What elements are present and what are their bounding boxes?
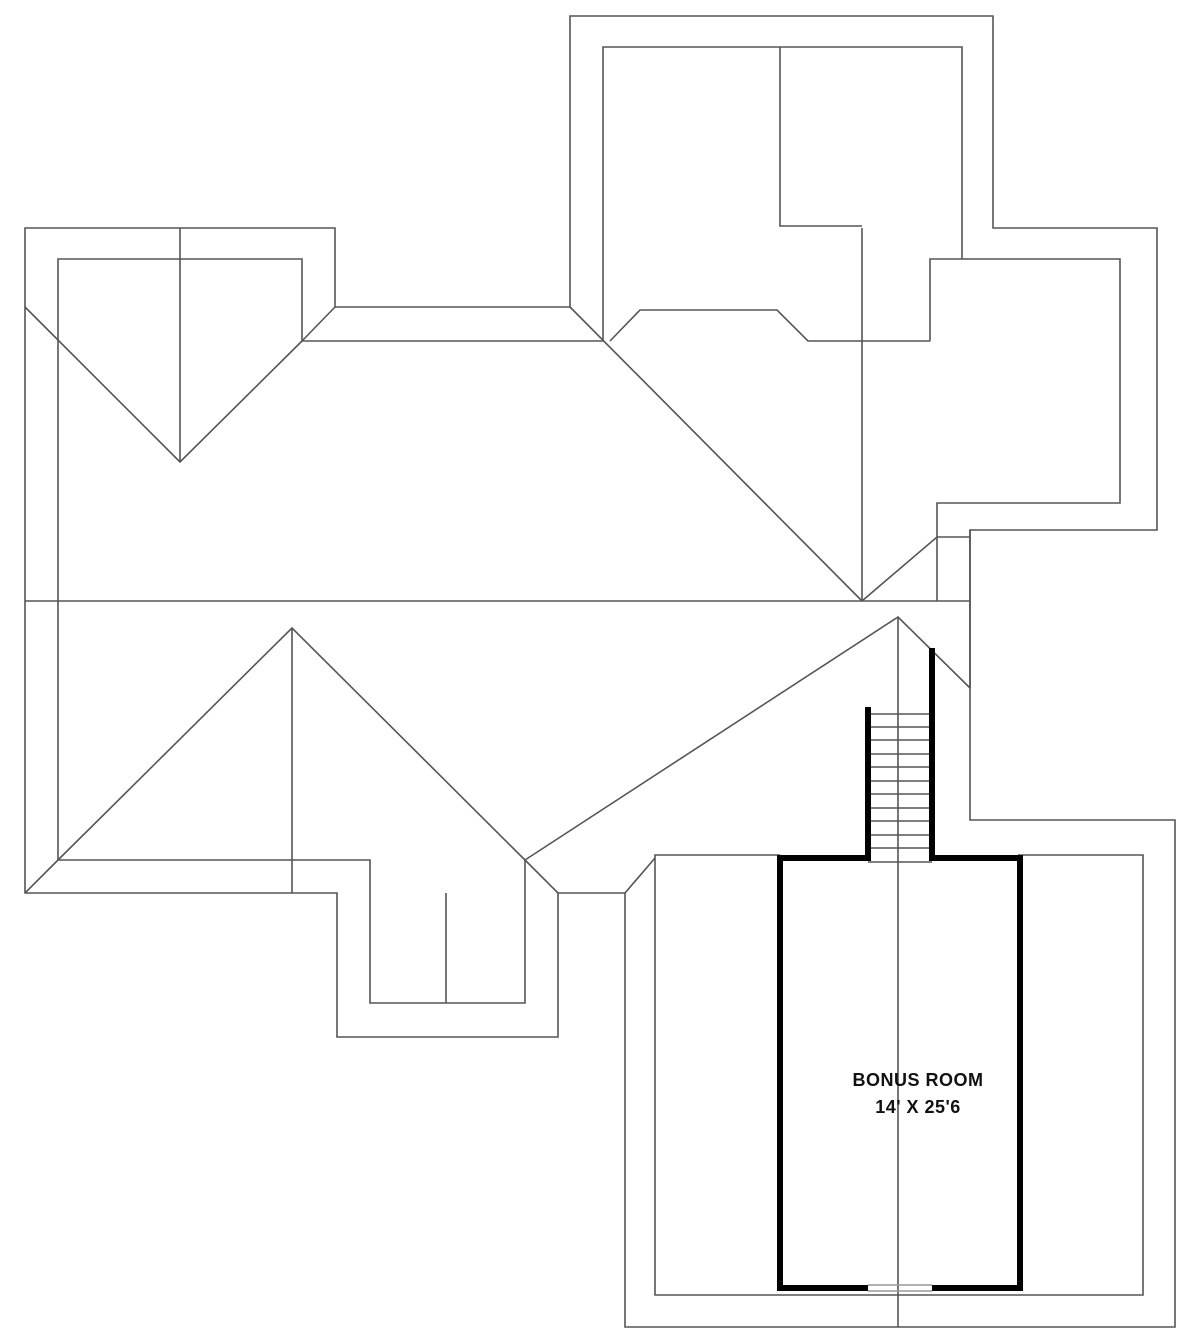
wall-line-upper-left bbox=[57, 46, 963, 601]
hip-line bbox=[524, 615, 971, 861]
hip-line bbox=[24, 306, 303, 464]
hip-line bbox=[24, 859, 59, 894]
wall-line-lower-left bbox=[57, 601, 526, 1004]
stair-wall-right bbox=[929, 648, 1023, 1291]
stair-wall-left bbox=[777, 707, 871, 1291]
valley-line bbox=[861, 536, 970, 602]
roof-outer-edge bbox=[24, 15, 1176, 1328]
ridge-top-block bbox=[779, 47, 862, 227]
stair-treads bbox=[868, 713, 932, 863]
hip-line bbox=[624, 857, 656, 894]
wall-line-upper-right bbox=[929, 258, 1121, 601]
hip-line bbox=[524, 859, 559, 894]
window bbox=[868, 1284, 932, 1292]
room-dimensions-label: 14' X 25'6 bbox=[875, 1097, 961, 1117]
ridge-step bbox=[609, 309, 930, 342]
wall-line-bonus-block bbox=[654, 854, 1144, 1296]
hip-line bbox=[569, 306, 863, 602]
hip-line bbox=[301, 306, 336, 342]
room-name-label: BONUS ROOM bbox=[852, 1070, 984, 1090]
